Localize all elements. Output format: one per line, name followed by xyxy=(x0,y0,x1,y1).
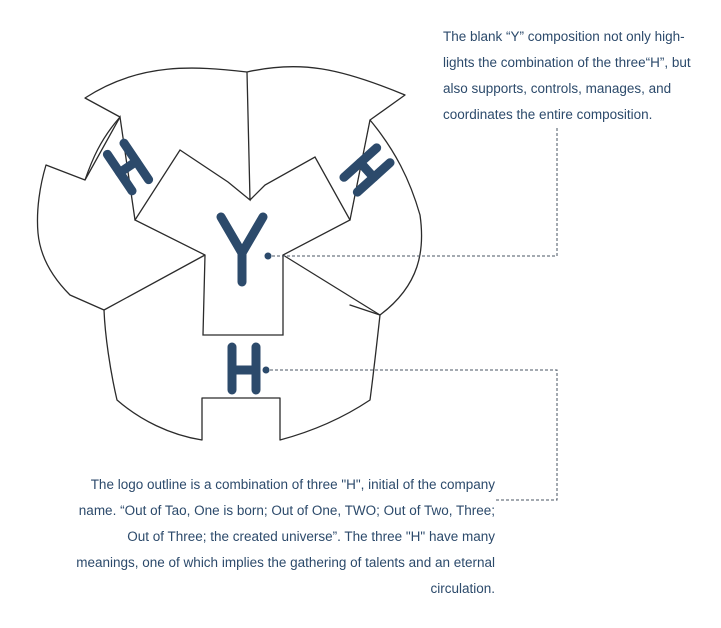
leader-line-top xyxy=(272,126,558,257)
seam-left xyxy=(103,254,206,311)
caption-logo-outline: The logo outline is a combination of thr… xyxy=(76,477,495,596)
h-mark-right xyxy=(339,143,395,197)
y-leader-dot xyxy=(264,252,272,260)
caption-y-composition: The blank “Y” composition not only high-… xyxy=(443,29,691,122)
seam-right xyxy=(282,254,381,316)
seam-upper-right xyxy=(349,119,371,221)
y-mark xyxy=(216,212,268,287)
y-blank-area xyxy=(134,71,351,336)
h-mark-left xyxy=(102,138,154,196)
leader-line-bottom xyxy=(270,369,558,501)
h-leader-dot xyxy=(262,366,270,374)
h-mark-bottom xyxy=(227,342,261,395)
